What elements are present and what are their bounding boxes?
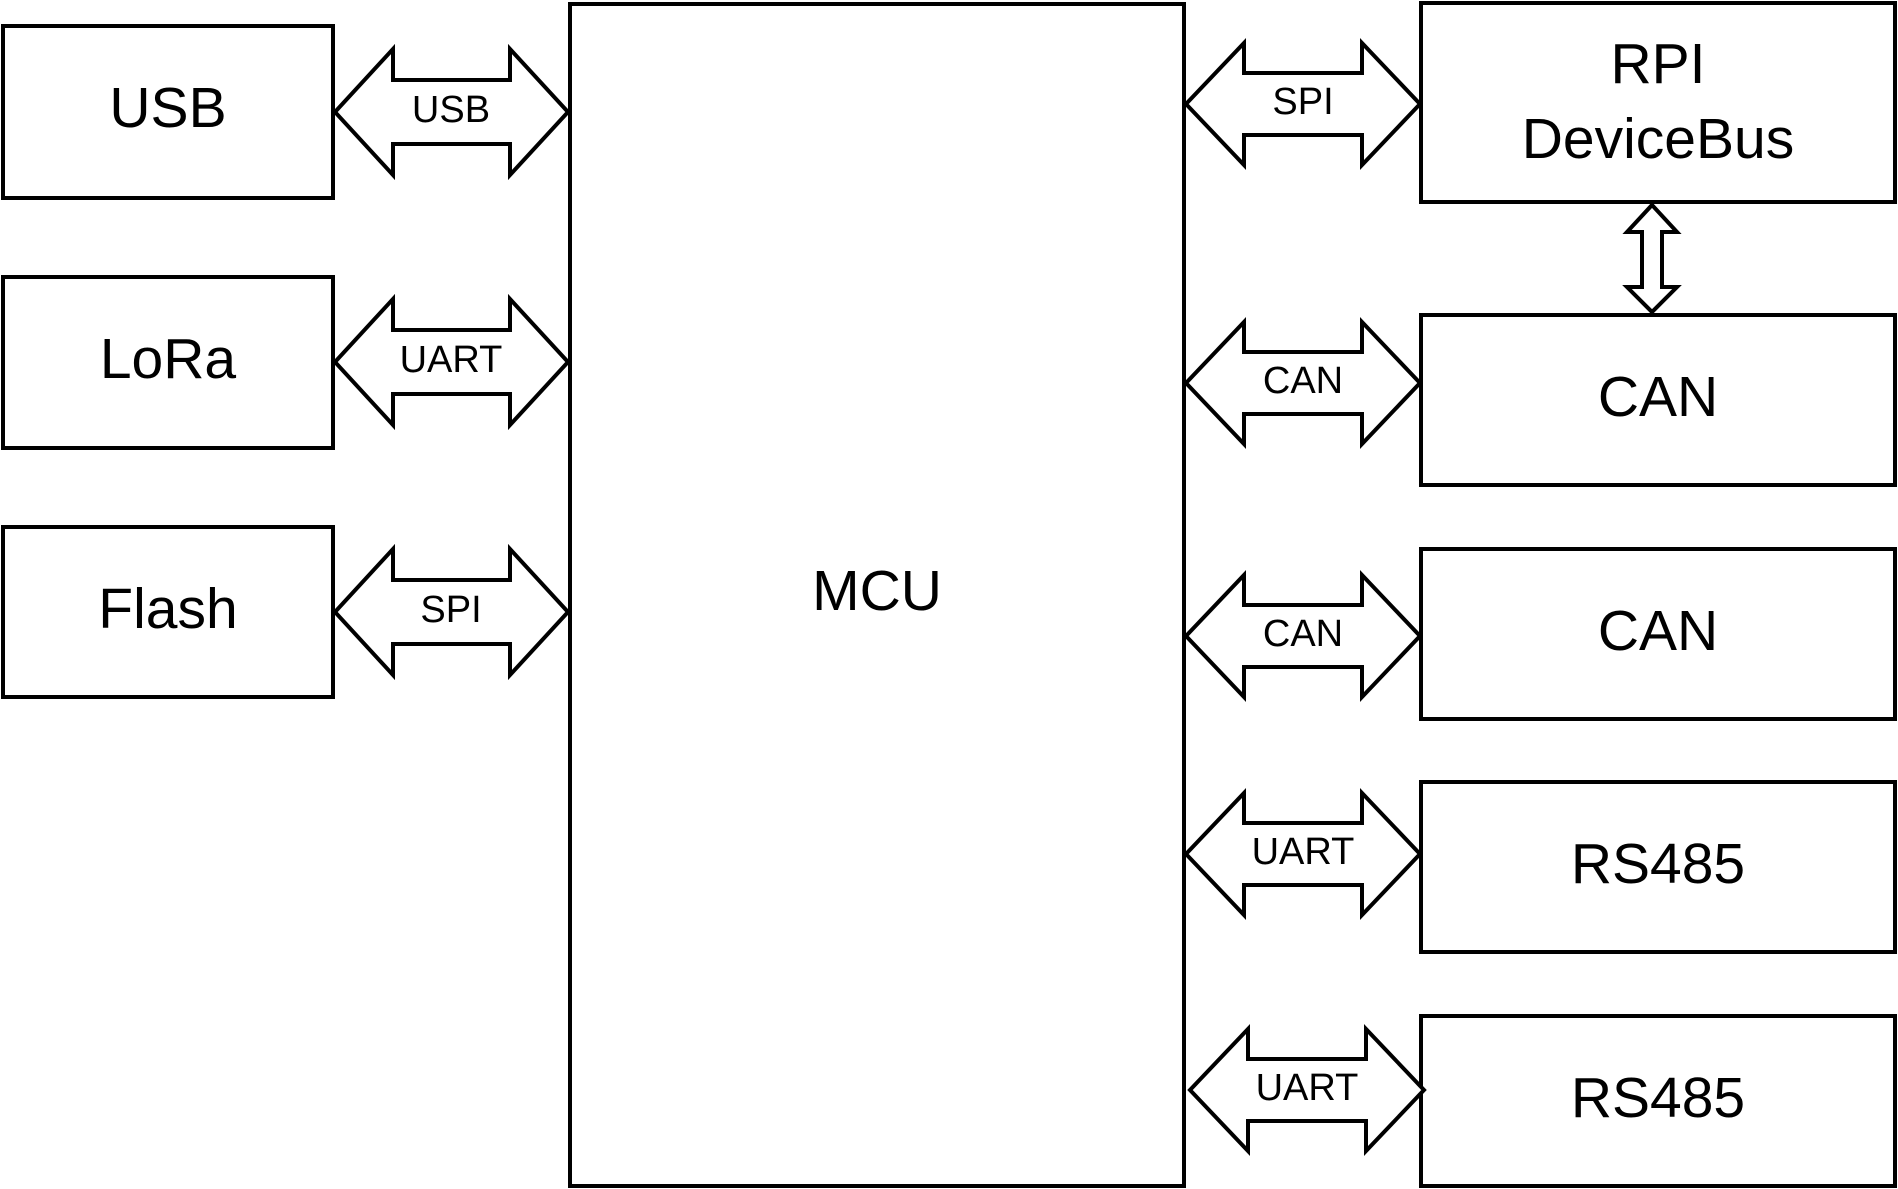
bus-label-flash: SPI (420, 589, 481, 631)
module-usb: USB (1, 24, 335, 200)
bus-arrow-usb: USB (332, 43, 571, 181)
module-lora-label: LoRa (100, 327, 237, 391)
module-rs485-1: RS485 (1419, 780, 1897, 954)
module-can-1: CAN (1419, 313, 1897, 487)
module-flash-label: Flash (98, 577, 237, 641)
module-rs485-2-label: RS485 (1571, 1066, 1745, 1130)
module-rpi-label-line1: RPI (1610, 32, 1705, 96)
bus-label-usb: USB (412, 89, 490, 131)
bus-label-rs485-2: UART (1256, 1067, 1359, 1109)
module-can-2: CAN (1419, 547, 1897, 721)
bus-arrow-rs485-2: UART (1187, 1023, 1427, 1157)
module-flash: Flash (1, 525, 335, 699)
module-lora: LoRa (1, 275, 335, 450)
bus-label-rpi: SPI (1272, 81, 1333, 123)
module-rs485-2: RS485 (1419, 1014, 1897, 1188)
bus-label-rs485-1: UART (1252, 831, 1355, 873)
module-can-1-label: CAN (1598, 365, 1718, 429)
bus-arrow-rpi: SPI (1183, 37, 1423, 171)
mcu-label: MCU (812, 559, 942, 623)
bus-arrow-can-2: CAN (1183, 569, 1423, 703)
module-can-2-label: CAN (1598, 599, 1718, 663)
bus-label-can-2: CAN (1263, 613, 1343, 655)
bus-arrow-flash: SPI (332, 543, 571, 681)
bus-label-lora: UART (400, 339, 503, 381)
module-usb-label: USB (109, 76, 226, 140)
bus-arrow-can-1: CAN (1183, 316, 1423, 450)
module-rpi-devicebus: RPI DeviceBus (1419, 1, 1897, 204)
module-rpi-label-line2: DeviceBus (1522, 107, 1794, 171)
vertical-arrow-rpi-can (1622, 202, 1682, 315)
bus-label-can-1: CAN (1263, 360, 1343, 402)
module-rs485-1-label: RS485 (1571, 832, 1745, 896)
bus-arrow-lora: UART (332, 293, 571, 431)
mcu-block: MCU (568, 2, 1186, 1188)
bus-arrow-rs485-1: UART (1183, 787, 1423, 921)
